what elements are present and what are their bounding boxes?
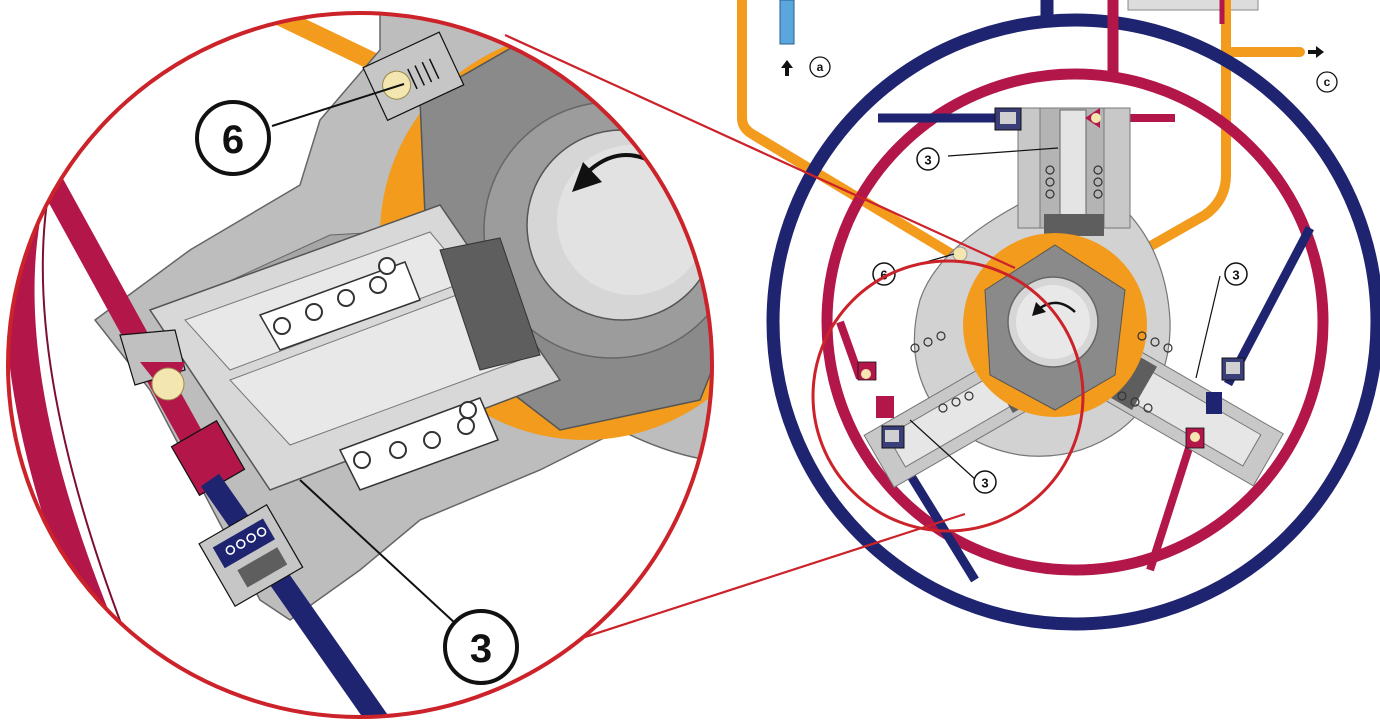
valves — [857, 107, 1245, 449]
callout-small-3-right: 3 — [1224, 262, 1248, 286]
callout-small-3-top: 3 — [916, 147, 940, 171]
callout-large-6: 6 — [195, 100, 271, 176]
overview-pump: 3 3 3 6 a c — [737, 0, 1380, 631]
inlet-tube — [779, 0, 795, 45]
callout-small-3-right-label: 3 — [1232, 268, 1239, 283]
callout-small-3-top-label: 3 — [924, 153, 931, 168]
arrow-right-icon — [1308, 46, 1324, 58]
discharge-ring — [821, 68, 1329, 576]
magnified-detail: 6 3 — [6, 11, 714, 719]
callout-small-3-bottom: 3 — [973, 470, 997, 494]
magnifier-connectors — [504, 33, 1016, 652]
top-housing-box — [1127, 0, 1259, 11]
suction-ring — [766, 13, 1380, 631]
callout-large-3-label: 3 — [470, 627, 492, 671]
arrow-up-icon — [781, 60, 793, 76]
port-a-label: a — [817, 60, 824, 74]
magnifier-target-ring — [811, 259, 1085, 533]
port-c: c — [1308, 46, 1338, 93]
callout-small-3-bottom-label: 3 — [981, 476, 988, 491]
port-a: a — [781, 56, 831, 78]
callout-large-6-label: 6 — [222, 118, 244, 162]
valve-ball — [151, 367, 185, 401]
callout-large-3: 3 — [443, 609, 519, 685]
callout-small-6-label: 6 — [880, 268, 887, 283]
port-c-label: c — [1324, 75, 1331, 89]
magnifier-ring — [6, 11, 714, 719]
rotation-arrow-icon — [1039, 301, 1076, 313]
